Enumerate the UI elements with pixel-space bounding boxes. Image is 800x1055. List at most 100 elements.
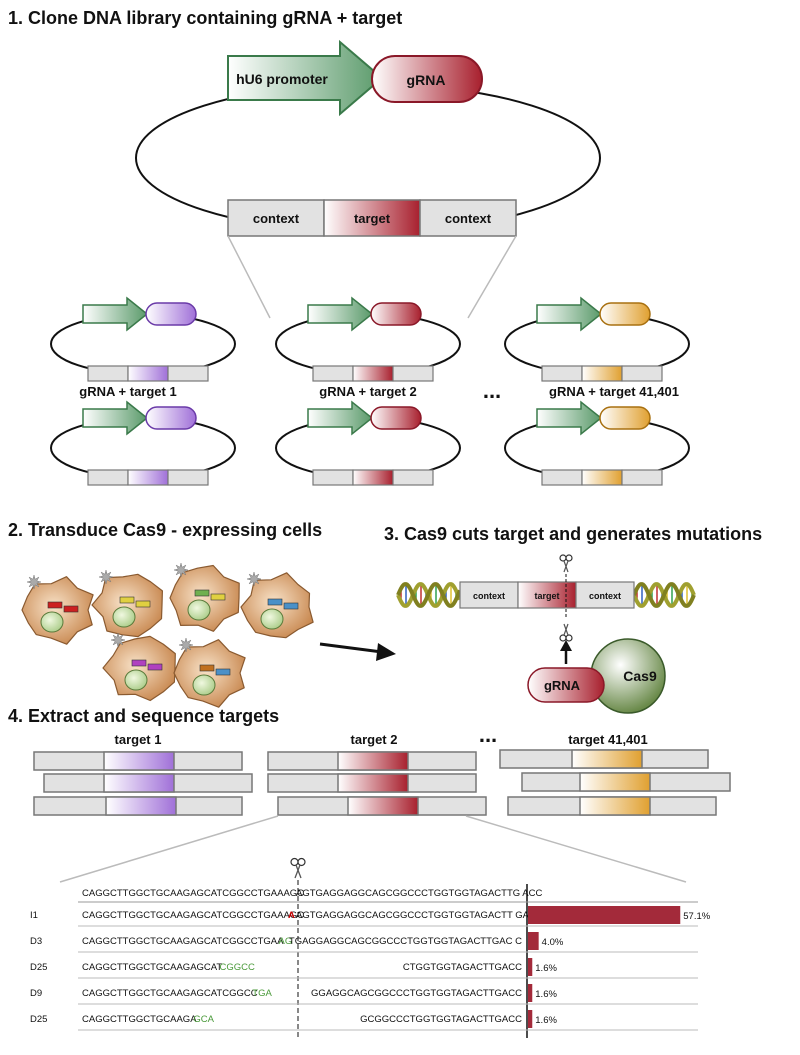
virus-icon bbox=[246, 571, 262, 587]
virus-icon bbox=[173, 562, 189, 578]
read-target bbox=[337, 751, 409, 771]
grna-pill bbox=[599, 302, 651, 326]
small-plasmid-ring bbox=[50, 417, 236, 479]
target-label: target bbox=[354, 211, 391, 226]
read-right-seq: AGTGAGGAGGCAGCGGCCCTGGTGGTAGACTT GAC bbox=[296, 910, 536, 921]
context-left-label: context bbox=[253, 211, 300, 226]
context-segment bbox=[312, 365, 354, 382]
nucleus bbox=[187, 599, 211, 621]
read-left-seq: CAGGCTTGGCTGCAAGAGCAT bbox=[82, 962, 222, 973]
target-segment bbox=[352, 365, 394, 382]
step4-title: 4. Extract and sequence targets bbox=[8, 706, 279, 726]
plasmid-cassette bbox=[131, 659, 147, 667]
read bbox=[267, 773, 477, 793]
read-target bbox=[579, 796, 651, 816]
cell bbox=[173, 637, 246, 708]
cell-membrane bbox=[21, 576, 94, 645]
cell-membrane bbox=[173, 639, 246, 708]
plasmid-cassette bbox=[47, 601, 63, 609]
variant-id: I1 bbox=[30, 910, 38, 921]
small-plasmid bbox=[50, 400, 236, 486]
read-target bbox=[337, 773, 409, 793]
read bbox=[521, 772, 731, 792]
small-plasmid-ring bbox=[504, 313, 690, 375]
target-segment bbox=[581, 365, 623, 382]
target-segment bbox=[127, 469, 169, 486]
step3-context-right bbox=[575, 581, 635, 609]
read-left-seq: CAGGCTTGGCTGCAAGA bbox=[82, 1014, 197, 1025]
zoom-line-right bbox=[467, 235, 517, 319]
read-right-seq: TGAGGAGGCAGCGGCCCTGGTGGTAGACTTGAC C bbox=[289, 936, 522, 947]
context-segment bbox=[541, 469, 583, 486]
variant-id: D3 bbox=[30, 936, 42, 947]
read bbox=[33, 751, 243, 771]
nucleus bbox=[260, 608, 284, 630]
promoter-label: hU6 promoter bbox=[236, 71, 328, 87]
plasmid-cassette bbox=[147, 663, 163, 671]
context-segment bbox=[312, 469, 354, 486]
plasmid-cassette bbox=[63, 605, 79, 613]
read-left-seq: CAGGCTTGGCTGCAAGAGCATCGGCCTGAAAGC bbox=[82, 910, 304, 921]
frequency-label: 4.0% bbox=[542, 937, 564, 948]
promoter-arrow-icon bbox=[82, 296, 149, 332]
variant-id: D25 bbox=[30, 1014, 47, 1025]
read-target bbox=[347, 796, 419, 816]
nucleus bbox=[112, 606, 136, 628]
lib-label-2: gRNA + target 2 bbox=[319, 384, 416, 399]
cell bbox=[21, 574, 94, 645]
hu6-promoter-arrow bbox=[227, 39, 384, 117]
frequency-bar bbox=[528, 932, 539, 950]
step1-title: 1. Clone DNA library containing gRNA + t… bbox=[8, 8, 402, 28]
cell bbox=[240, 571, 314, 639]
cell-membrane bbox=[91, 573, 163, 638]
frequency-bar bbox=[528, 906, 681, 924]
step3-grna bbox=[527, 667, 605, 703]
step4-target-3: target 41,401 bbox=[568, 732, 648, 747]
target-segment bbox=[127, 365, 169, 382]
small-plasmid-ring bbox=[275, 417, 461, 479]
frequency-label: 1.6% bbox=[535, 989, 557, 1000]
step4-target-2: target 2 bbox=[351, 732, 398, 747]
plasmid-cassette bbox=[283, 602, 299, 610]
plasmid-cassette bbox=[215, 668, 231, 676]
deleted-bases: AG bbox=[279, 936, 293, 947]
small-plasmid bbox=[275, 400, 461, 486]
cas9-cells bbox=[21, 562, 314, 708]
small-plasmid bbox=[50, 296, 236, 382]
plasmid-cassette bbox=[119, 596, 135, 604]
reference-left: CAGGCTTGGCTGCAAGAGCATCGGCCTGAAAGC bbox=[82, 888, 304, 899]
cell bbox=[102, 632, 176, 702]
context-segment bbox=[167, 365, 209, 382]
context-segment bbox=[621, 365, 663, 382]
cas9-arrow-head bbox=[560, 640, 572, 651]
read-target bbox=[571, 749, 643, 769]
frequency-bar bbox=[528, 958, 533, 976]
step2-title: 2. Transduce Cas9 - expressing cells bbox=[8, 520, 322, 540]
promoter-arrow-icon bbox=[307, 296, 374, 332]
target-segment bbox=[352, 469, 394, 486]
read bbox=[277, 796, 487, 816]
frequency-label: 1.6% bbox=[535, 1015, 557, 1026]
virus-icon bbox=[98, 569, 114, 585]
zoom-line-left-2 bbox=[59, 815, 279, 883]
read-target bbox=[103, 773, 175, 793]
scissors-icon bbox=[559, 554, 573, 573]
target-box bbox=[323, 199, 421, 237]
context-right-box bbox=[419, 199, 517, 237]
alignment-rows: CAGGCTTGGCTGCAAGAGCATCGGCCTGAAAGCAGTGAGG… bbox=[30, 888, 711, 1031]
process-arrow-head bbox=[376, 643, 396, 661]
context-segment bbox=[541, 365, 583, 382]
frequency-label: 57.1% bbox=[683, 911, 710, 922]
dna-strand bbox=[396, 582, 462, 608]
virus-icon bbox=[26, 574, 42, 590]
variant-id: D25 bbox=[30, 962, 47, 973]
promoter-arrow-icon bbox=[82, 400, 149, 436]
nucleus bbox=[124, 669, 148, 691]
library-plasmids bbox=[50, 296, 690, 486]
step4-target-1: target 1 bbox=[115, 732, 162, 747]
read-target bbox=[105, 796, 177, 816]
read-right-seq: CTGGTGGTAGACTTGACC bbox=[403, 962, 522, 973]
